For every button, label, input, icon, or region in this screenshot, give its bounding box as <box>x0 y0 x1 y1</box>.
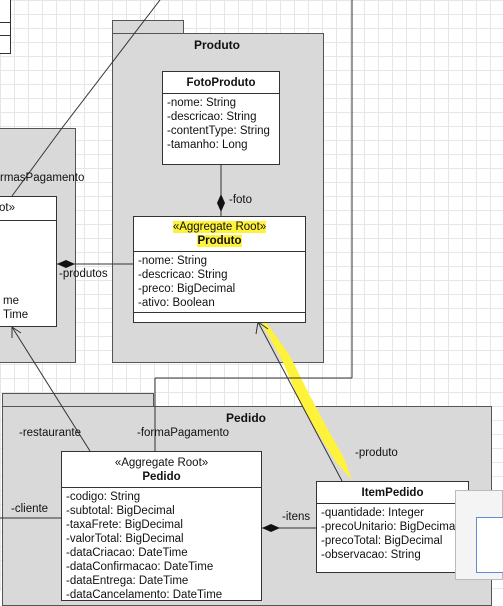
class-name: Pedido <box>142 471 181 483</box>
class-pedido[interactable]: «Aggregate Root» Pedido -codigo: String … <box>61 451 262 601</box>
class-attribute: -observacao: String <box>321 549 421 561</box>
class-attribute: Time <box>3 309 29 321</box>
left-class-header: ot» <box>0 202 15 214</box>
class-attribute: -codigo: String <box>66 491 141 503</box>
class-attribute: -contentType: String <box>167 125 270 137</box>
class-left-partial[interactable]: ot» me Time <box>0 196 57 327</box>
composition-diamond-produtos <box>57 260 75 268</box>
partial-class-topleft <box>0 0 11 54</box>
class-name: ItemPedido <box>361 487 424 499</box>
highlight-stroke <box>262 322 352 480</box>
minimap[interactable] <box>455 490 503 580</box>
class-attribute: -precoTotal: BigDecimal <box>321 535 443 547</box>
edge-top-diagonal <box>61 0 161 129</box>
package-produto-title: Produto <box>194 38 240 52</box>
arrow-restaurante <box>11 326 22 338</box>
edge-produto <box>257 321 343 482</box>
composition-diamond-foto <box>217 194 225 212</box>
label-restaurante: -restaurante <box>19 427 82 439</box>
class-attribute: -valorTotal: BigDecimal <box>66 533 184 545</box>
class-name: Produto <box>197 235 242 247</box>
label-formaspagamento: rmasPagamento <box>0 172 85 184</box>
class-stereotype: «Aggregate Root» <box>114 457 209 469</box>
class-produto[interactable]: «Aggregate Root» Produto -nome: String -… <box>133 216 306 323</box>
edge-restaurante <box>11 326 91 452</box>
class-attribute: -dataEntrega: DateTime <box>66 575 189 587</box>
class-operations <box>134 312 305 319</box>
class-attribute: -preco: BigDecimal <box>138 283 236 295</box>
class-stereotype: «Aggregate Root» <box>172 221 267 233</box>
class-attribute: -precoUnitario: BigDecimal <box>321 521 458 533</box>
label-produtos: -produtos <box>59 268 108 280</box>
label-formapagamento: -formaPagamento <box>137 427 230 439</box>
class-fotoproduto[interactable]: FotoProduto -nome: String -descricao: St… <box>162 71 280 165</box>
class-attribute: -nome: String <box>167 97 237 109</box>
class-attribute: -quantidade: Integer <box>321 507 424 519</box>
package-pedido-tab <box>2 393 154 407</box>
class-attribute: -dataCancelamento: DateTime <box>66 589 223 601</box>
class-itempedido[interactable]: ItemPedido -quantidade: Integer -precoUn… <box>316 481 469 573</box>
class-attribute: -tamanho: Long <box>167 139 248 151</box>
class-name: FotoProduto <box>186 77 256 89</box>
class-attribute: -taxaFrete: BigDecimal <box>66 519 183 531</box>
composition-diamond-itens <box>262 524 280 532</box>
label-produto: -produto <box>355 447 398 459</box>
class-attribute: -nome: String <box>138 255 208 267</box>
package-pedido-title: Pedido <box>226 411 267 425</box>
class-attribute: -subtotal: BigDecimal <box>66 505 175 517</box>
class-attribute: me <box>3 295 19 307</box>
class-attribute: -descricao: String <box>138 269 228 281</box>
class-attribute: -ativo: Boolean <box>138 297 215 309</box>
class-attribute: -descricao: String <box>167 111 257 123</box>
connectors <box>0 0 353 532</box>
class-attribute: -dataCriacao: DateTime <box>66 547 188 559</box>
label-itens: -itens <box>282 511 311 523</box>
package-produto-tab <box>112 20 184 34</box>
label-foto: -foto <box>229 194 253 206</box>
edge-top-diagonal-inner <box>11 127 63 197</box>
minimap-viewport[interactable] <box>476 517 503 573</box>
class-attribute: -dataConfirmacao: DateTime <box>66 561 214 573</box>
label-cliente: -cliente <box>11 503 49 515</box>
